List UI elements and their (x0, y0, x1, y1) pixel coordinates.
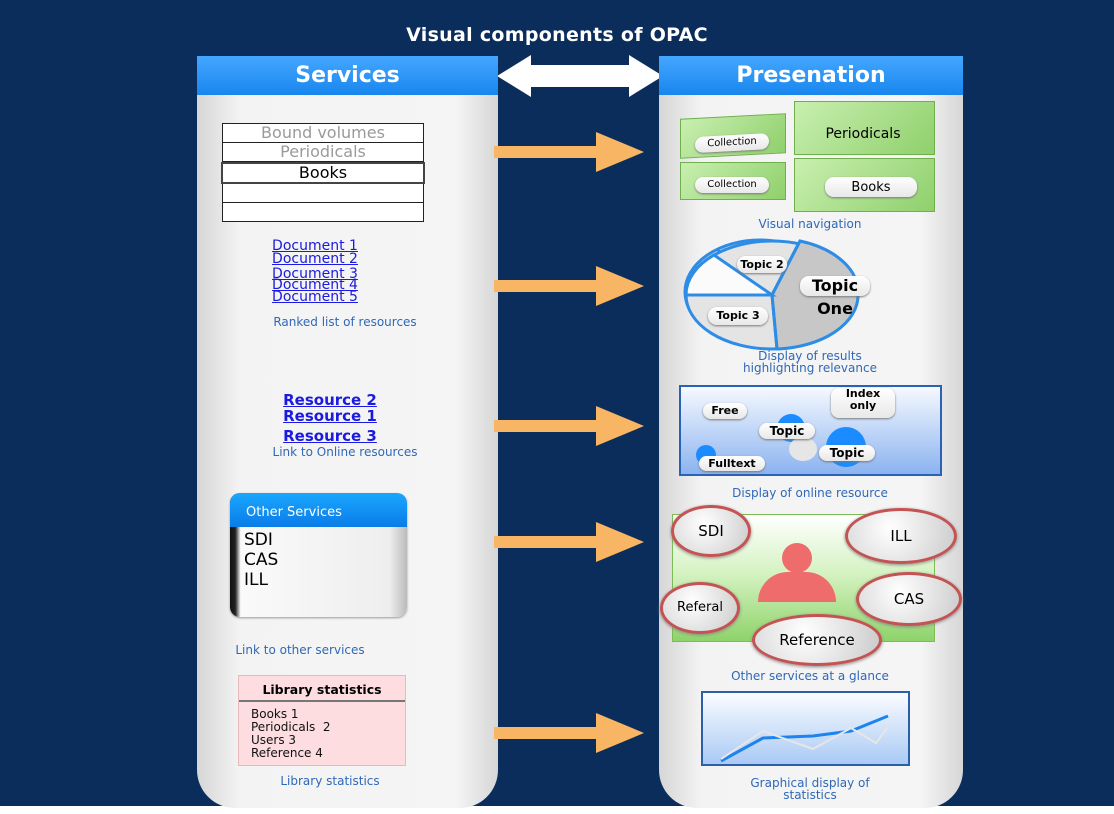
stats-item: Books 1 (251, 707, 299, 721)
document-link[interactable]: Document 3 (272, 266, 358, 282)
glance-bubble[interactable]: Referal (660, 582, 740, 634)
tile-label: Collection (695, 133, 769, 153)
user-head-icon (782, 543, 812, 573)
double-arrow-icon (497, 55, 663, 97)
presentation-heading: Presenation (659, 56, 963, 95)
resource-link[interactable]: Resource 3 (283, 427, 377, 445)
nav-tile[interactable]: Collection (680, 113, 786, 159)
arrow-right-icon (494, 713, 644, 753)
services-heading: Services (197, 56, 498, 95)
topic-bubble (789, 437, 817, 461)
list-item[interactable]: Books (221, 162, 425, 184)
statistics-graph-icon (701, 691, 910, 766)
tile-label: Collection (695, 177, 769, 193)
tiles-caption: Visual navigation (758, 217, 862, 231)
stats-item: Reference 4 (251, 746, 323, 760)
service-item[interactable]: ILL (244, 570, 268, 590)
diagram-title: Visual components of OPAC (406, 24, 708, 46)
stats-item: Users 3 (251, 733, 297, 747)
glance-bubble[interactable]: CAS (856, 572, 962, 626)
documents-caption: Ranked list of resources (273, 315, 417, 329)
other-services-heading: Other Services (230, 493, 407, 527)
bound-volumes-list: Bound volumes Periodicals Books (221, 123, 425, 222)
library-statistics-box: Library statistics Books 1 Periodicals 2… (238, 675, 406, 766)
graph-caption-line1: Graphical display of (750, 776, 870, 790)
stats-item: Periodicals 2 (251, 720, 331, 734)
glance-bubble[interactable]: Reference (752, 614, 882, 666)
user-body-icon (758, 572, 836, 602)
arrow-right-icon (494, 132, 644, 172)
document-link[interactable]: Document 5 (272, 289, 358, 305)
tile-label: Books (825, 177, 917, 197)
resource-link[interactable]: Resource 2 (283, 391, 377, 409)
stats-caption: Library statistics (280, 774, 380, 788)
pie-caption-line1: Display of results (758, 349, 862, 363)
list-item[interactable]: Bound volumes (222, 123, 424, 143)
glance-caption: Other services at a glance (731, 669, 889, 683)
pie-label: Topic 3 (708, 307, 768, 325)
pie-label: Topic (800, 276, 870, 296)
other-services-box[interactable]: Other Services SDI CAS ILL (230, 493, 407, 617)
arrow-right-icon (494, 406, 644, 446)
nav-tile[interactable]: Periodicals (794, 101, 935, 155)
glance-bubble[interactable]: ILL (845, 508, 957, 564)
list-item[interactable]: Periodicals (222, 143, 424, 162)
arrow-right-icon (494, 522, 644, 562)
other-services-caption: Link to other services (235, 643, 365, 657)
nav-tile[interactable]: Books (794, 158, 935, 212)
arrow-right-icon (494, 266, 644, 306)
document-link[interactable]: Document 1 (272, 238, 358, 254)
graph-caption-line2: statistics (783, 788, 837, 802)
resource-link[interactable]: Resource 1 (283, 407, 377, 425)
list-item[interactable] (222, 184, 424, 203)
online-label: Free (703, 403, 747, 419)
pie-label: Topic 2 (737, 256, 787, 273)
service-item[interactable]: CAS (244, 550, 279, 570)
tile-label: Periodicals (825, 126, 901, 142)
pie-label: One (817, 299, 853, 318)
nav-tile[interactable]: Collection (680, 162, 786, 200)
list-item[interactable] (222, 203, 424, 222)
glance-bubble[interactable]: SDI (671, 505, 751, 557)
online-label: Topic (819, 445, 875, 461)
service-item[interactable]: SDI (244, 530, 273, 550)
document-link[interactable]: Document 2 (272, 251, 358, 267)
online-caption: Display of online resource (732, 486, 888, 500)
resources-caption: Link to Online resources (272, 445, 418, 459)
document-link[interactable]: Document 4 (272, 277, 358, 293)
stats-heading: Library statistics (239, 676, 405, 702)
pie-caption-line2: highlighting relevance (743, 361, 877, 375)
online-label: Topic (759, 423, 815, 439)
online-label: Fulltext (699, 456, 765, 471)
pie-outline-icon (684, 239, 860, 351)
